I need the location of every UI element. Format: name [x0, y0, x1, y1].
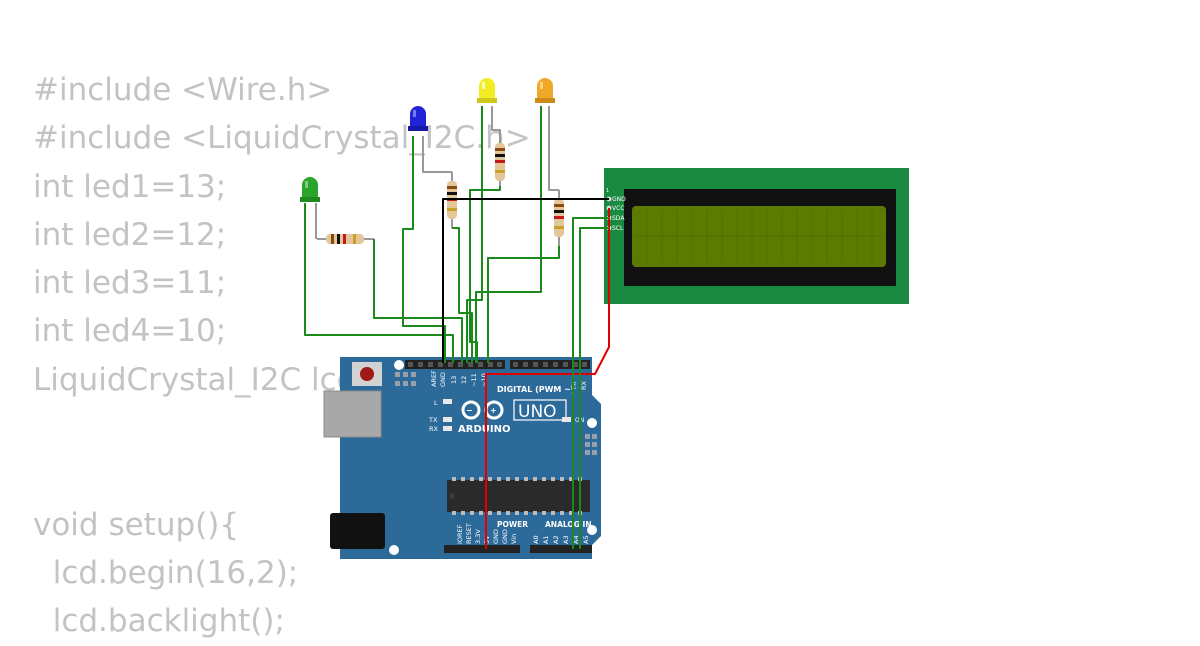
analog-pin-a2: A2: [552, 535, 560, 544]
power-jack: [330, 513, 385, 549]
wire-lcd-gnd[interactable]: [442, 198, 609, 363]
code-line: int led2=12;: [33, 216, 227, 253]
chip-notch: [449, 493, 455, 499]
code-line: void setup(){: [33, 506, 240, 543]
led-yellow[interactable]: [477, 78, 497, 103]
led-blue[interactable]: [408, 106, 428, 131]
led-green[interactable]: [300, 177, 320, 202]
led-orange[interactable]: [535, 78, 555, 103]
lcd-pin1-label: 1: [606, 188, 609, 194]
code-line: int led1=13;: [33, 168, 227, 205]
digital-header-holes: [408, 362, 587, 367]
analog-pin-a1: A1: [542, 535, 550, 544]
wire-orange-led-anode-leg: [548, 106, 559, 191]
resistor-green-led[interactable]: [317, 234, 374, 244]
analog-pin-a5: A5: [582, 535, 590, 544]
wire-blue-led-anode-leg: [422, 136, 452, 173]
code-line: int led3=11;: [33, 265, 227, 302]
pin-label-11: ~11: [470, 373, 478, 387]
pin-label-aref: AREF: [430, 370, 438, 387]
wire-blue-led-to-pin12[interactable]: [452, 227, 473, 363]
mount-hole-top-left: [394, 360, 404, 370]
board-model-label: UNO: [518, 402, 557, 422]
lcd-pin-vcc-label: VCC: [612, 205, 624, 212]
resistor-orange-led[interactable]: [554, 190, 564, 246]
wire-lcd-scl[interactable]: [579, 227, 609, 549]
pwr-pin-vin: Vin: [510, 534, 518, 544]
power-header: [444, 545, 520, 553]
analog-pin-a4: A4: [572, 535, 580, 544]
onboard-led-on: [562, 417, 571, 422]
mount-hole-right-bottom: [587, 525, 597, 535]
resistor-yellow-led[interactable]: [495, 138, 505, 186]
wire-yellow-led-anode-leg: [491, 106, 501, 138]
board-brand-label: ARDUINO: [458, 424, 510, 435]
analog-pin-a0: A0: [532, 535, 540, 544]
lcd-pin-gnd-label: GND: [612, 196, 626, 203]
wire-yellow-led-cathode[interactable]: [466, 106, 483, 363]
code-line: #include <LiquidCrystal_I2C.h>: [33, 120, 531, 157]
wire-green-led-cathode[interactable]: [304, 203, 454, 363]
code-line: int led4=10;: [33, 313, 227, 350]
led-rx-label: RX: [429, 425, 439, 433]
lcd-pin-scl-label: SCL: [612, 225, 624, 232]
icsp-header-right: [585, 434, 597, 455]
icsp-header-left: [395, 372, 416, 386]
arduino-uno-board[interactable]: AREF GND 13 12 ~11 ~10 TX RX DIGITAL (PW…: [323, 357, 601, 559]
wire-green-led-to-pin13[interactable]: [373, 239, 463, 363]
usb-connector: [323, 390, 382, 438]
power-label: POWER: [497, 520, 528, 529]
atmega-chip: [447, 480, 590, 512]
mount-hole-bottom-left: [389, 545, 399, 555]
analog-in-label: ANALOG IN: [545, 520, 592, 529]
analog-header: [530, 545, 592, 553]
pin-label-12: 12: [460, 376, 468, 384]
lcd-char-grid: [636, 210, 882, 263]
onboard-led-tx: [443, 417, 452, 422]
digital-header-left: [405, 360, 505, 369]
onboard-led-l: [443, 399, 452, 404]
pwr-pin-gnd1: GND: [492, 529, 500, 544]
wire-orange-led-cathode[interactable]: [475, 106, 542, 363]
circuit-diagram: 1 GND VCC SDA SCL: [300, 78, 909, 559]
pin-label-rx: RX: [580, 380, 588, 390]
digital-header-right: [510, 360, 590, 369]
pwr-pin-3v3: 3.3V: [474, 529, 482, 544]
pwr-pin-reset: RESET: [465, 523, 473, 544]
mount-hole-right-top: [587, 418, 597, 428]
pin-label-13: 13: [450, 376, 458, 384]
wire-orange-led-to-pin10[interactable]: [487, 246, 560, 363]
analog-pin-a3: A3: [562, 535, 570, 544]
wire-blue-led-cathode[interactable]: [402, 136, 446, 363]
logo-minus: −: [466, 406, 473, 415]
code-line: #include <Wire.h>: [33, 72, 333, 108]
lcd-pin-sda-label: SDA: [612, 215, 625, 222]
reset-button[interactable]: [360, 367, 374, 381]
code-background: #include <Wire.h> #include <LiquidCrystal…: [33, 66, 567, 646]
pin-label-10: ~10: [480, 373, 488, 387]
onboard-led-rx: [443, 426, 452, 431]
pwr-pin-ioref: IOREF: [456, 524, 464, 544]
logo-plus: +: [490, 406, 497, 415]
led-tx-label: TX: [428, 416, 438, 424]
digital-pwm-label: DIGITAL (PWM ~): [497, 385, 575, 394]
wire-yellow-led-to-pin11[interactable]: [469, 186, 501, 363]
pwr-pin-gnd2: GND: [501, 529, 509, 544]
lcd-module[interactable]: 1 GND VCC SDA SCL: [604, 168, 909, 304]
pin-label-gnd: GND: [439, 372, 447, 387]
wire-lcd-sda[interactable]: [572, 217, 609, 549]
uno-badge: [513, 399, 567, 421]
wires: [304, 106, 610, 549]
wire-lcd-vcc[interactable]: [485, 208, 610, 549]
code-line: lcd.begin(16,2);: [33, 554, 299, 591]
led-l-label: L: [434, 399, 438, 407]
